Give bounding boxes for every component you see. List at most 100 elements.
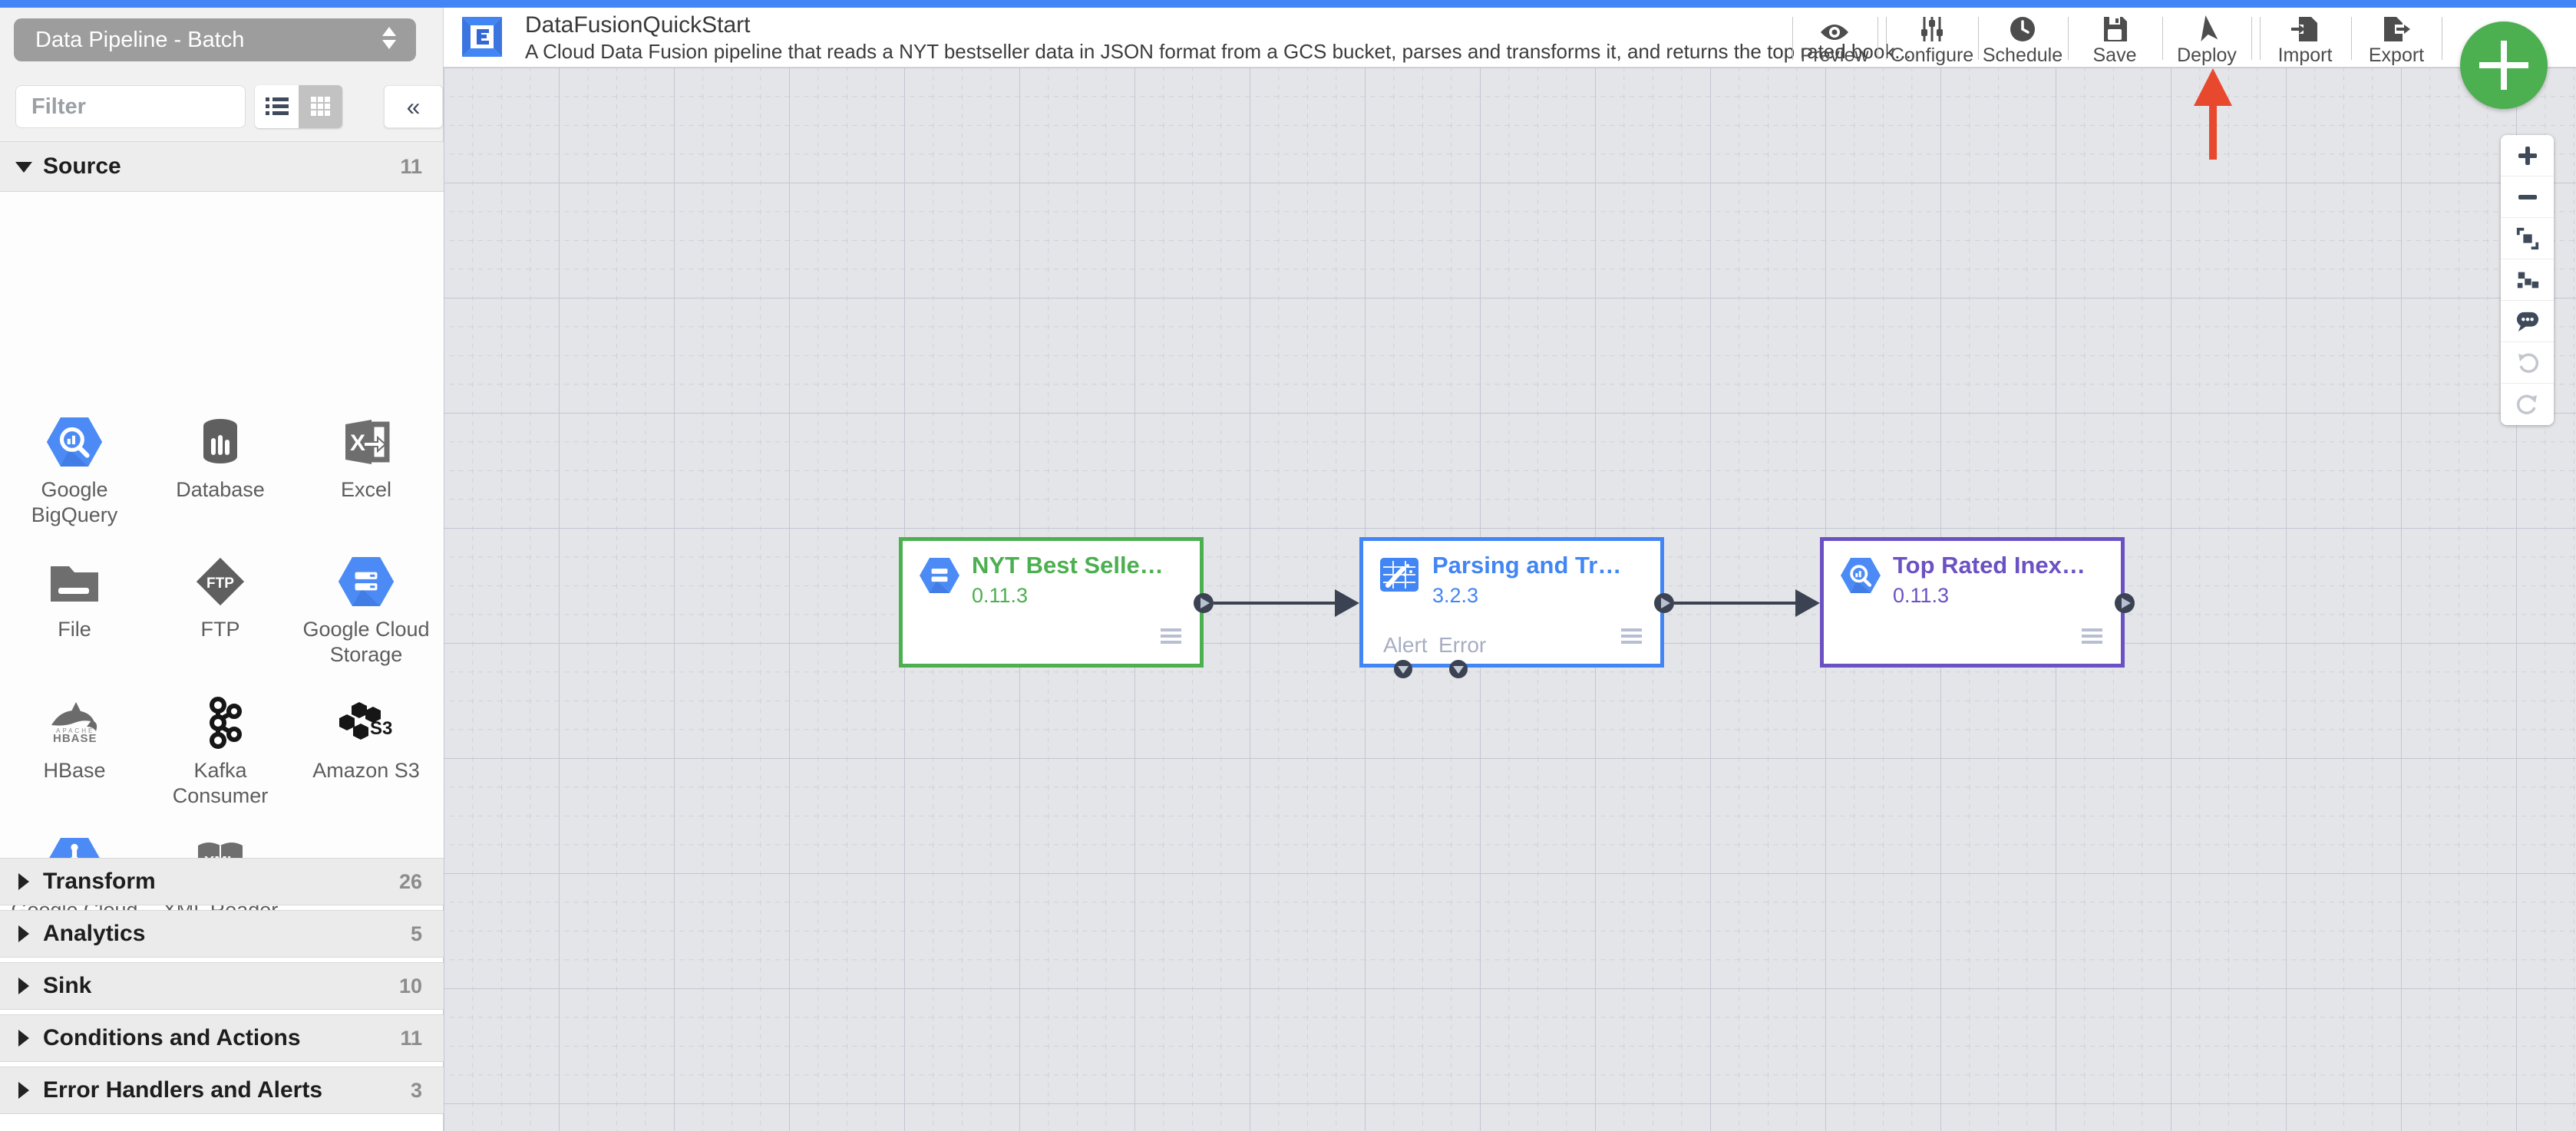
eye-icon [1790, 9, 1879, 43]
section-source-label: Source [43, 153, 121, 179]
redo-icon [2516, 394, 2537, 414]
pipeline-type-value: Data Pipeline - Batch [35, 28, 245, 52]
plugin-google-bigquery[interactable]: Google BigQuery [2, 410, 147, 528]
canvas-toolbar [2501, 135, 2554, 425]
pipeline-description: A Cloud Data Fusion pipeline that reads … [525, 40, 1911, 63]
deploy-button[interactable]: Deploy [2162, 9, 2251, 66]
section-sink[interactable]: Sink 10 [0, 962, 444, 1010]
svg-text:X: X [350, 430, 365, 456]
align-nodes-icon [2517, 272, 2538, 288]
error-port-label: Error [1438, 633, 1487, 657]
pipeline-type-area: Data Pipeline - Batch [0, 8, 443, 72]
wrangler-icon [1380, 558, 1418, 595]
plugin-amazon-s3[interactable]: S3 Amazon S3 [293, 691, 439, 783]
google-bigquery-icon [1841, 558, 1881, 597]
section-source-count: 11 [400, 155, 422, 178]
list-view-button[interactable] [255, 85, 299, 128]
section-error-handlers-and-alerts[interactable]: Error Handlers and Alerts 3 [0, 1067, 444, 1114]
svg-text:S3: S3 [370, 718, 392, 739]
top-accent-bar [0, 0, 2576, 8]
section-transform[interactable]: Transform 26 [0, 858, 444, 905]
export-button[interactable]: Export [2352, 9, 2441, 66]
pipeline-type-select[interactable]: Data Pipeline - Batch [14, 18, 416, 61]
plugin-google-cloud-storage[interactable]: Google Cloud Storage [293, 549, 439, 668]
node-menu-button[interactable] [1621, 628, 1642, 647]
node-menu-button[interactable] [1161, 628, 1181, 647]
clock-icon [1978, 9, 2067, 43]
node-top-rated-inexpensive[interactable]: Top Rated Inex… 0.11.3 [1820, 537, 2125, 668]
configure-button[interactable]: Configure [1887, 9, 1977, 66]
file-import-icon [2261, 9, 2350, 43]
node-version: 0.11.3 [972, 584, 1029, 607]
svg-text:HBASE: HBASE [53, 732, 97, 745]
google-bigquery-icon [2, 410, 147, 474]
fit-to-screen-button[interactable] [2501, 218, 2554, 259]
plugin-file[interactable]: File [2, 549, 147, 642]
hbase-orca-icon: APACHE HBASE [2, 691, 147, 755]
undo-icon [2518, 353, 2538, 373]
select-arrows-icon [382, 27, 396, 49]
node-version: 0.11.3 [1893, 584, 1950, 607]
caret-right-icon [18, 873, 29, 890]
comment-icon [2516, 312, 2538, 331]
caret-right-icon [18, 1030, 29, 1047]
paper-plane-icon [2162, 9, 2251, 43]
import-button[interactable]: Import [2261, 9, 2350, 66]
svg-text:FTP: FTP [206, 575, 234, 592]
caret-right-icon [18, 925, 29, 942]
pipeline-header: DataFusionQuickStart A Cloud Data Fusion… [444, 8, 2576, 68]
google-cloud-storage-icon [293, 549, 439, 614]
node-title: Top Rated Inex… [1893, 552, 2086, 579]
comments-button[interactable] [2501, 301, 2554, 342]
collapse-sidebar-button[interactable]: « [384, 85, 443, 128]
node-title: NYT Best Selle… [972, 552, 1164, 579]
section-analytics[interactable]: Analytics 5 [0, 910, 444, 958]
plugin-kafka-consumer[interactable]: Kafka Consumer [147, 691, 293, 809]
sliders-icon [1887, 9, 1977, 43]
save-button[interactable]: Save [2070, 9, 2159, 66]
list-icon [265, 97, 289, 115]
preview-button[interactable]: Preview [1790, 9, 1879, 66]
node-version: 3.2.3 [1432, 584, 1479, 607]
node-menu-button[interactable] [2082, 628, 2102, 647]
minus-icon [2518, 194, 2537, 199]
view-toggle [255, 85, 342, 128]
caret-right-icon [18, 978, 29, 994]
floppy-icon [2070, 9, 2159, 43]
plugin-database[interactable]: Database [147, 410, 293, 503]
excel-icon: X [293, 410, 439, 474]
section-conditions-and-actions[interactable]: Conditions and Actions 11 [0, 1014, 444, 1062]
file-export-icon [2352, 9, 2441, 43]
svg-text:APACHE: APACHE [56, 727, 94, 734]
database-icon [147, 410, 293, 474]
node-parsing-and-transform[interactable]: Parsing and Tr… 3.2.3 Alert Error [1359, 537, 1664, 668]
undo-button[interactable] [2501, 342, 2554, 384]
zoom-in-button[interactable] [2501, 135, 2554, 176]
node-title: Parsing and Tr… [1432, 552, 1622, 579]
pipeline-canvas[interactable]: NYT Best Selle… 0.11.3 Parsing and Tr… 3… [444, 68, 2576, 1131]
filter-input[interactable] [15, 85, 246, 128]
amazon-s3-icon: S3 [293, 691, 439, 755]
add-entity-fab[interactable] [2460, 21, 2548, 109]
kafka-icon [147, 691, 293, 755]
data-fusion-logo [462, 17, 502, 57]
plugin-hbase[interactable]: APACHE HBASE HBase [2, 691, 147, 783]
caret-right-icon [18, 1082, 29, 1099]
fit-screen-icon [2516, 227, 2538, 249]
filter-row: « [0, 72, 443, 141]
node-nyt-best-sellers[interactable]: NYT Best Selle… 0.11.3 [899, 537, 1204, 668]
grid-view-button[interactable] [299, 85, 342, 128]
schedule-button[interactable]: Schedule [1978, 9, 2067, 66]
plugin-sidebar: Data Pipeline - Batch « [0, 8, 444, 1131]
source-plugin-grid: Google BigQuery Database X [0, 192, 444, 947]
folder-icon [2, 549, 147, 614]
section-source[interactable]: Source 11 [0, 141, 444, 192]
redo-button[interactable] [2501, 384, 2554, 425]
zoom-out-button[interactable] [2501, 176, 2554, 218]
ftp-icon: FTP [147, 549, 293, 614]
plus-icon [2518, 146, 2537, 165]
plugin-excel[interactable]: X Excel [293, 410, 439, 503]
align-nodes-button[interactable] [2501, 259, 2554, 301]
google-cloud-storage-icon [920, 558, 959, 597]
plugin-ftp[interactable]: FTP FTP [147, 549, 293, 642]
